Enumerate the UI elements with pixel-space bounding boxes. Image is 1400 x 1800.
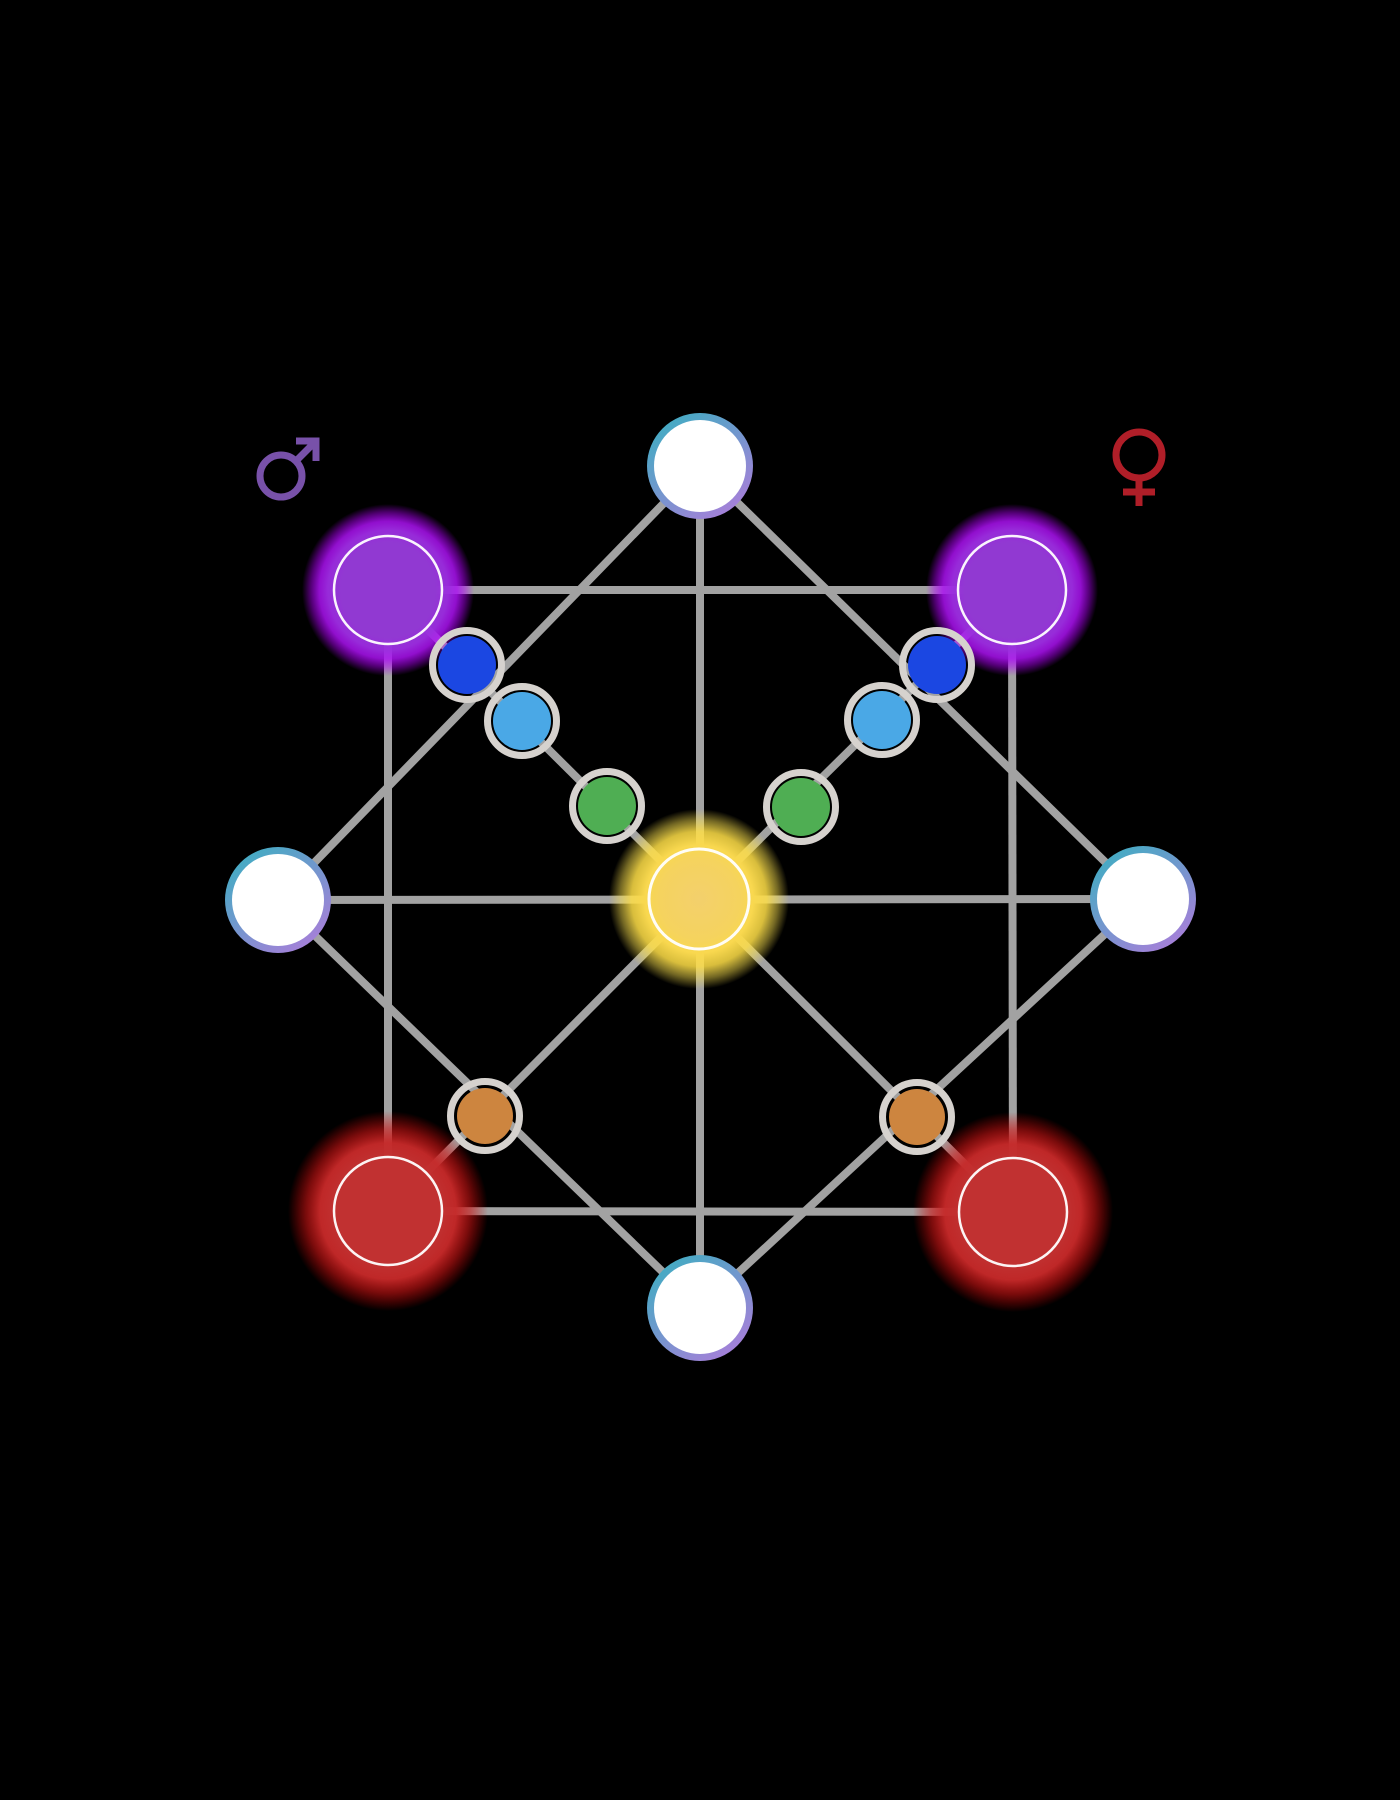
center-sun-node xyxy=(609,809,789,989)
halo-nodes xyxy=(288,504,1113,1312)
red-left-node xyxy=(288,1111,488,1311)
orange-left-node xyxy=(447,1078,523,1154)
red-right-node xyxy=(913,1112,1113,1312)
small-nodes xyxy=(429,627,975,1155)
white-left-node xyxy=(225,847,331,953)
white-right-node xyxy=(1090,846,1196,952)
green-left-node xyxy=(569,768,645,844)
light-blue-left-node xyxy=(484,683,560,759)
white-bottom-node xyxy=(647,1255,753,1361)
white-nodes xyxy=(225,413,1196,1361)
female-symbol-icon xyxy=(1112,428,1166,506)
purple-left-node xyxy=(302,504,474,676)
light-blue-right-node xyxy=(844,682,920,758)
white-top-node xyxy=(647,413,753,519)
purple-right-node xyxy=(926,504,1098,676)
orange-right-node xyxy=(879,1079,955,1155)
dark-blue-left-node xyxy=(429,627,505,703)
green-right-node xyxy=(763,769,839,845)
male-symbol-icon xyxy=(256,437,320,501)
dark-blue-right-node xyxy=(899,627,975,703)
gender-symbols xyxy=(256,428,1166,506)
